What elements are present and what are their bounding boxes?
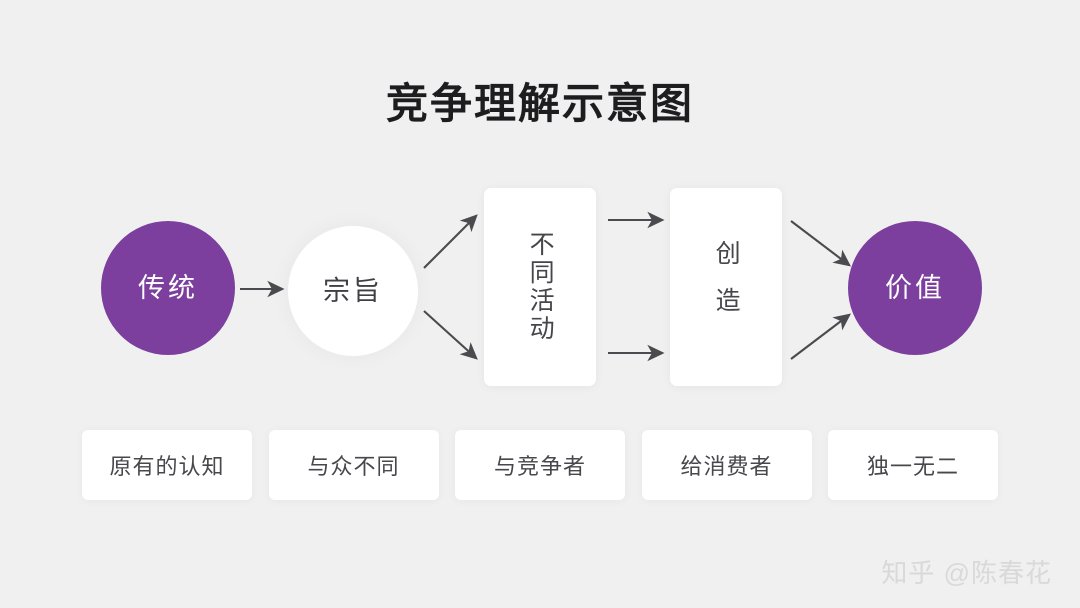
node-create[interactable]: 创造 <box>670 188 782 386</box>
caption-original-cognition[interactable]: 原有的认知 <box>82 430 252 500</box>
node-create-label: 创造 <box>712 240 741 334</box>
caption-original-cognition-label: 原有的认知 <box>109 454 225 479</box>
node-tradition[interactable]: 传统 <box>101 221 235 355</box>
caption-distinctive[interactable]: 与众不同 <box>268 430 439 500</box>
caption-with-competitors-label: 与竞争者 <box>493 454 586 479</box>
node-value-label: 价值 <box>885 272 945 303</box>
node-different-activities[interactable]: 不同活动 <box>484 188 596 386</box>
caption-row: 原有的认知 与众不同 与竞争者 给消费者 独一无二 <box>82 430 998 500</box>
caption-for-consumers-label: 给消费者 <box>680 454 773 479</box>
caption-with-competitors[interactable]: 与竞争者 <box>455 430 625 500</box>
caption-distinctive-label: 与众不同 <box>307 454 400 479</box>
caption-one-of-a-kind[interactable]: 独一无二 <box>828 430 998 500</box>
watermark: 知乎 @陈春花 <box>881 558 1052 588</box>
node-value[interactable]: 价值 <box>848 221 982 355</box>
arrow-purpose-to-activities-down <box>423 310 478 360</box>
node-tradition-label: 传统 <box>138 272 198 303</box>
arrow-create-to-value-up <box>790 313 852 360</box>
arrow-purpose-to-activities-up <box>423 214 478 269</box>
node-purpose-label: 宗旨 <box>323 275 383 306</box>
node-different-activities-label: 不同活动 <box>526 231 555 343</box>
caption-one-of-a-kind-label: 独一无二 <box>866 454 959 479</box>
page-title: 竞争理解示意图 <box>385 79 694 128</box>
node-purpose[interactable]: 宗旨 <box>288 226 418 356</box>
caption-for-consumers[interactable]: 给消费者 <box>641 430 812 500</box>
arrow-create-to-value-down <box>790 220 852 267</box>
